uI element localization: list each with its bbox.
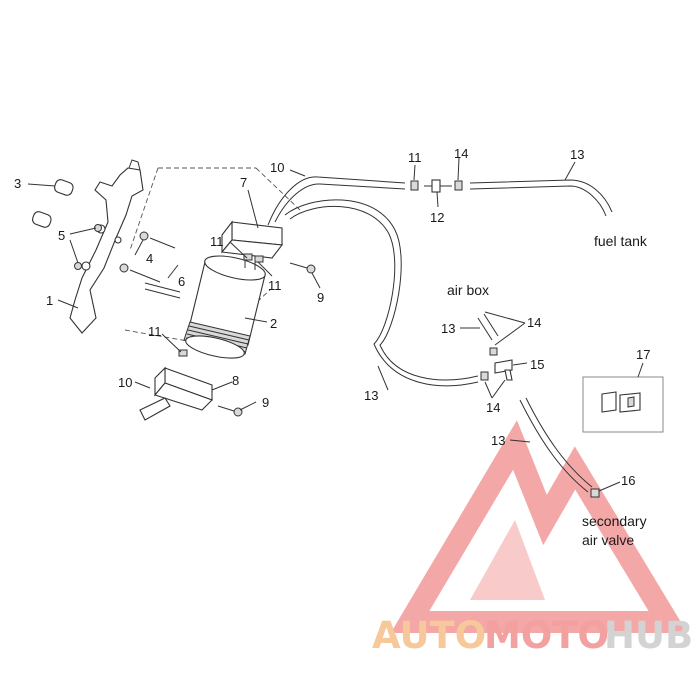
label-secondary: secondary: [582, 513, 647, 529]
clamp-11-a: [243, 253, 253, 261]
nut-part-5-lower: [74, 262, 82, 270]
callout-9-lower: 9: [262, 395, 269, 410]
rubber-mounts-part-3: [32, 179, 74, 228]
callout-13-air-valve: 13: [491, 433, 505, 448]
callout-6: 6: [178, 274, 185, 289]
clamp-14-b: [489, 347, 498, 356]
hose-part-10-upper: [267, 176, 406, 226]
watermark-logo: [390, 420, 688, 633]
bracket-part-1: [69, 159, 144, 334]
callout-14-c: 14: [486, 400, 500, 415]
callout-8: 8: [232, 373, 239, 388]
callout-7: 7: [240, 175, 247, 190]
callout-12: 12: [430, 210, 444, 225]
clamp-14-a: [454, 180, 463, 191]
t-fitting-part-15: [494, 359, 513, 381]
callout-11-a: 11: [210, 234, 224, 249]
watermark-text: AUTO MOTO HUB: [372, 614, 693, 657]
callout-4: 4: [146, 251, 153, 266]
callout-1: 1: [46, 293, 53, 308]
clamp-16: [590, 488, 600, 498]
callout-10-upper: 10: [270, 160, 284, 175]
label-air-box: air box: [447, 282, 489, 298]
screw-part-9-lower: [217, 405, 243, 417]
callout-11-b: 11: [268, 278, 282, 293]
clamp-11-b: [254, 255, 264, 263]
callout-15: 15: [530, 357, 544, 372]
hose-part-13-fuel-tank: [469, 179, 613, 213]
clamp-14-c: [480, 371, 489, 381]
hose-part-10-lower: [139, 397, 171, 421]
clamp-11-d: [410, 180, 419, 191]
callout-3: 3: [14, 176, 21, 191]
callout-14-b: 14: [527, 315, 541, 330]
bracket-part-7: [220, 220, 284, 259]
callout-13-fuel-tank: 13: [570, 147, 584, 162]
assembly-guide-lines: [124, 167, 301, 346]
hose-part-13-air-valve: [519, 399, 589, 493]
svg-text:HUB: HUB: [604, 614, 693, 657]
callout-11-d: 11: [408, 150, 422, 165]
callout-16: 16: [621, 473, 635, 488]
callout-2: 2: [270, 316, 277, 331]
label-fuel-tank: fuel tank: [594, 233, 648, 249]
callout-17: 17: [636, 347, 650, 362]
svg-text:AUTO: AUTO: [372, 614, 486, 657]
callout-5: 5: [58, 228, 65, 243]
callout-10-lower: 10: [118, 375, 132, 390]
screw-part-9-upper: [289, 262, 316, 274]
callout-9-upper: 9: [317, 290, 324, 305]
leader-lines: [27, 157, 644, 492]
callout-14-a: 14: [454, 146, 468, 161]
canister-part-2: [183, 255, 266, 359]
callout-13-loop: 13: [364, 388, 378, 403]
part-17-box: [582, 376, 664, 433]
hose-part-13-loop: [284, 199, 479, 381]
hose-part-13-air-box: [477, 313, 499, 341]
bracket-part-8: [154, 366, 214, 411]
callout-11-c: 11: [148, 324, 162, 339]
clamp-11-c: [178, 349, 188, 357]
svg-text:MOTO: MOTO: [484, 614, 609, 657]
callout-13-air-box: 13: [441, 321, 455, 336]
label-air-valve: air valve: [582, 532, 634, 548]
bolts-part-4-6: [119, 231, 181, 299]
valve-part-12: [424, 179, 452, 193]
